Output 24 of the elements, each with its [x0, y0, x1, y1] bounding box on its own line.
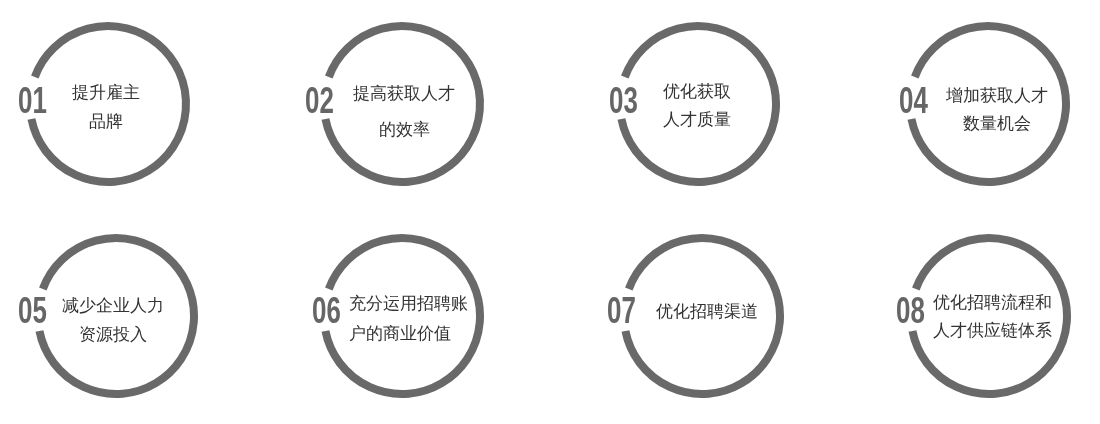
- circle-frame: [609, 22, 780, 186]
- description-text: 优化招聘流程和人才供应链体系: [932, 291, 1053, 342]
- description-text: 增加获取人才数量机会: [945, 84, 1049, 135]
- circle-frame: [312, 234, 484, 398]
- circle-frame: [18, 234, 198, 398]
- description-text: 优化招聘渠道: [655, 300, 759, 323]
- circle-frame: [899, 22, 1070, 186]
- step-number: 07: [607, 292, 636, 329]
- description-text: 减少企业人力资源投入: [61, 294, 165, 346]
- step-number: 04: [899, 82, 928, 119]
- description-text: 充分运用招聘账户的商业价值: [348, 292, 469, 345]
- circle-frame: [18, 22, 190, 186]
- circle-frame: [305, 22, 484, 186]
- circle-frame: [607, 234, 784, 398]
- step-number: 01: [18, 82, 47, 119]
- step-number: 03: [609, 82, 638, 119]
- circle-frame: [896, 234, 1071, 398]
- step-number: 02: [305, 82, 334, 119]
- description-text: 提高获取人才的效率: [352, 82, 456, 141]
- step-number: 06: [312, 292, 341, 329]
- description-text: 提升雇主品牌: [71, 81, 141, 133]
- step-number: 08: [896, 292, 925, 329]
- step-number: 05: [18, 292, 47, 329]
- description-text: 优化获取人才质量: [662, 80, 732, 131]
